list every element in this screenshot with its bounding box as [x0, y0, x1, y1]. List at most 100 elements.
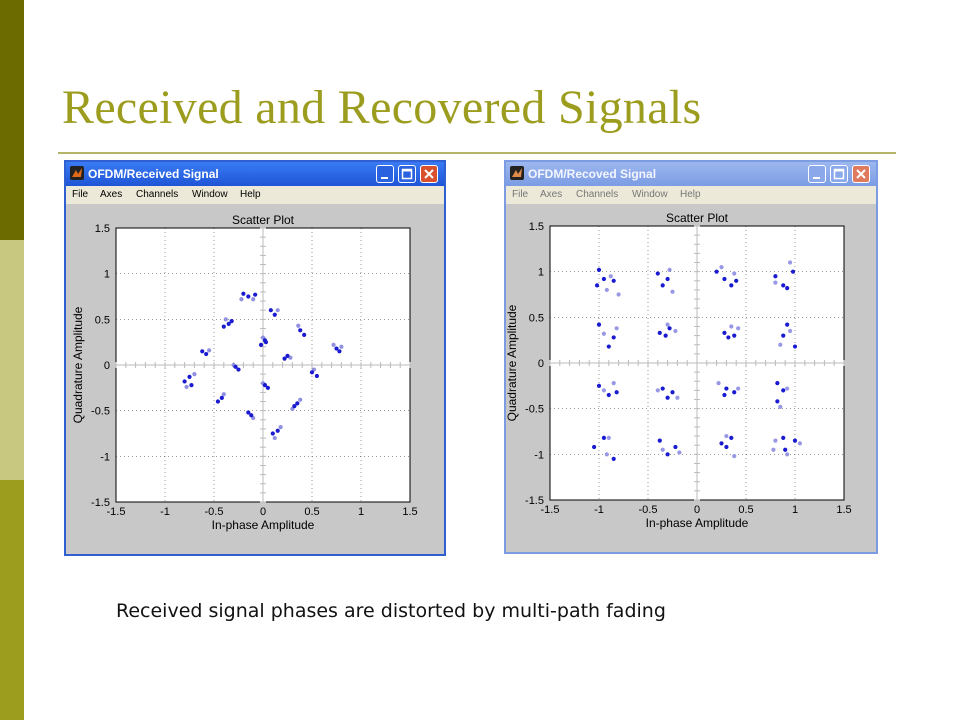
maximize-icon	[401, 168, 413, 180]
minimize-button[interactable]	[808, 165, 826, 183]
data-point	[601, 388, 606, 393]
data-point	[716, 380, 721, 386]
data-point	[239, 297, 244, 302]
menu-bar: File Axes Channels Window Help	[506, 186, 876, 204]
data-point	[611, 278, 616, 283]
data-point	[601, 276, 606, 282]
slide-caption: Received signal phases are distorted by …	[116, 600, 666, 622]
data-point	[657, 330, 662, 335]
data-point	[596, 383, 602, 388]
data-point	[736, 326, 741, 331]
data-point	[773, 438, 778, 443]
data-point	[790, 269, 796, 274]
data-point	[792, 438, 798, 443]
close-button[interactable]	[852, 165, 870, 183]
data-point	[275, 308, 280, 313]
data-point	[614, 390, 619, 395]
data-point	[258, 342, 264, 348]
chart-title: Scatter Plot	[666, 211, 729, 225]
data-point	[663, 333, 668, 338]
menu-help[interactable]: Help	[680, 189, 701, 200]
y-tick-label: 1	[538, 267, 544, 279]
data-point	[282, 356, 287, 361]
minimize-button[interactable]	[376, 165, 394, 183]
data-point	[233, 364, 238, 369]
y-axis-label: Quadrature Amplitude	[506, 304, 519, 421]
data-point	[314, 373, 319, 379]
slide-title: Received and Recovered Signals	[62, 81, 702, 134]
data-point	[263, 340, 269, 345]
data-point	[655, 388, 660, 393]
x-tick-label: 0	[260, 506, 266, 518]
x-tick-label: -0.5	[639, 504, 658, 516]
title-divider	[58, 152, 896, 154]
menu-window[interactable]: Window	[632, 189, 668, 200]
data-point	[265, 385, 270, 390]
menu-axes[interactable]: Axes	[540, 189, 563, 200]
data-point	[189, 382, 194, 388]
data-point	[734, 278, 739, 283]
data-point	[253, 292, 258, 297]
menu-window[interactable]: Window	[192, 189, 228, 200]
data-point	[334, 346, 339, 351]
data-point	[655, 271, 660, 276]
y-tick-label: 0.5	[529, 312, 544, 324]
chart-title: Scatter Plot	[232, 213, 295, 227]
data-point	[781, 283, 786, 288]
data-point	[229, 319, 234, 324]
close-icon	[856, 169, 866, 179]
window-titlebar[interactable]: OFDM/Received Signal	[66, 162, 444, 186]
data-point	[778, 404, 783, 409]
data-point	[226, 321, 231, 326]
data-point	[722, 392, 727, 398]
x-tick-label: 0.5	[738, 504, 753, 516]
data-point	[606, 344, 611, 349]
y-tick-label: -1	[534, 449, 544, 461]
data-point	[665, 322, 670, 327]
menu-channels[interactable]: Channels	[136, 189, 179, 200]
menu-axes[interactable]: Axes	[100, 189, 123, 200]
data-point	[785, 286, 790, 291]
accent-bar-middle	[0, 240, 24, 480]
data-point	[204, 351, 209, 357]
received-signal-window[interactable]: OFDM/Received Signal File Axes Channels …	[64, 160, 446, 556]
data-point	[285, 353, 290, 358]
x-tick-label: -1.5	[107, 506, 126, 518]
x-tick-label: 1	[358, 506, 364, 518]
data-point	[665, 452, 670, 457]
data-point	[783, 447, 788, 452]
data-point	[246, 410, 251, 415]
menu-help[interactable]: Help	[240, 189, 261, 200]
data-point	[788, 260, 793, 265]
close-button[interactable]	[420, 165, 438, 183]
data-point	[339, 344, 344, 349]
data-point	[272, 435, 277, 441]
x-tick-label: 0	[694, 504, 700, 516]
y-tick-label: -0.5	[91, 406, 110, 418]
y-tick-label: -1.5	[525, 495, 544, 507]
menu-file[interactable]: File	[512, 189, 529, 200]
window-titlebar[interactable]: OFDM/Recoved Signal	[506, 162, 876, 186]
accent-bar-top	[0, 0, 24, 240]
y-tick-label: -0.5	[525, 404, 544, 416]
data-point	[665, 395, 670, 400]
data-point	[792, 344, 798, 349]
data-point	[722, 276, 727, 282]
data-point	[601, 331, 606, 336]
data-point	[601, 435, 606, 440]
data-point	[604, 287, 609, 293]
data-point	[778, 342, 783, 347]
data-point	[594, 283, 600, 288]
data-point	[729, 324, 734, 329]
y-tick-label: 0.5	[95, 314, 110, 326]
data-point	[207, 348, 212, 353]
menu-file[interactable]: File	[72, 189, 89, 200]
accent-bar-bottom	[0, 480, 24, 720]
data-point	[182, 379, 187, 384]
data-point	[249, 413, 254, 418]
maximize-button[interactable]	[830, 165, 848, 183]
recovered-signal-window[interactable]: OFDM/Recoved Signal File Axes Channels W…	[504, 160, 878, 554]
maximize-button[interactable]	[398, 165, 416, 183]
menu-channels[interactable]: Channels	[576, 189, 619, 200]
